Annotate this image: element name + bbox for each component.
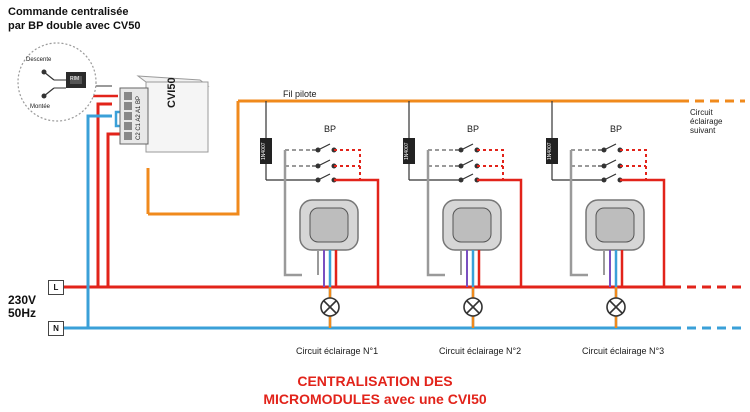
pilot-wire-label: Fil pilote xyxy=(283,89,317,99)
cvi50-terminals xyxy=(124,92,132,140)
circuit-label-1: Circuit éclairage N°1 xyxy=(296,346,379,356)
next-circuit-line-2: éclairage xyxy=(690,117,723,126)
cvi50-terminals-label: C2 C1 A2 A1 BP xyxy=(136,95,142,140)
pilot-wire-from-cvi xyxy=(170,101,240,216)
lighting-unit-1 xyxy=(260,101,380,328)
montee-label: Montée xyxy=(30,104,51,110)
footer-title-line-2: MICROMODULES avec une CVI50 xyxy=(263,391,487,407)
bp-label-1: BP xyxy=(324,124,337,134)
lighting-unit-3 xyxy=(546,101,666,328)
diode-label-1: 1N4007 xyxy=(261,142,267,160)
circuit-label-3: Circuit éclairage N°3 xyxy=(582,346,665,356)
switch-module-label: RIM xyxy=(70,76,80,82)
diode-3 xyxy=(546,138,558,164)
phase-terminal: L xyxy=(48,280,64,295)
diode-label-3: 1N4007 xyxy=(547,142,553,160)
descente-label: Descente xyxy=(26,57,52,63)
next-circuit-line-1: Circuit xyxy=(690,108,713,117)
circuit-label-2: Circuit éclairage N°2 xyxy=(439,346,522,356)
left-phase-drop xyxy=(96,102,112,287)
diode-1 xyxy=(260,138,272,164)
bp-label-3: BP xyxy=(610,124,623,134)
supply-frequency: 50Hz xyxy=(8,306,37,320)
footer-title-line-1: CENTRALISATION DES xyxy=(297,373,453,389)
cvi50-label: CVI50 xyxy=(166,77,178,108)
diode-2 xyxy=(403,138,415,164)
diode-label-2: 1N4007 xyxy=(404,142,410,160)
switch-box-circle xyxy=(17,42,97,122)
header-line-2: par BP double avec CV50 xyxy=(8,20,141,32)
lighting-unit-2 xyxy=(403,101,523,328)
supply-voltage: 230V xyxy=(8,293,37,307)
cvi-phase-drop xyxy=(106,132,125,287)
bp-label-2: BP xyxy=(467,124,480,134)
header-line-1: Commande centralisée xyxy=(8,6,129,18)
left-neutral-drop xyxy=(86,114,112,328)
neutral-terminal: N xyxy=(48,321,64,336)
next-circuit-line-3: suivant xyxy=(690,126,716,135)
